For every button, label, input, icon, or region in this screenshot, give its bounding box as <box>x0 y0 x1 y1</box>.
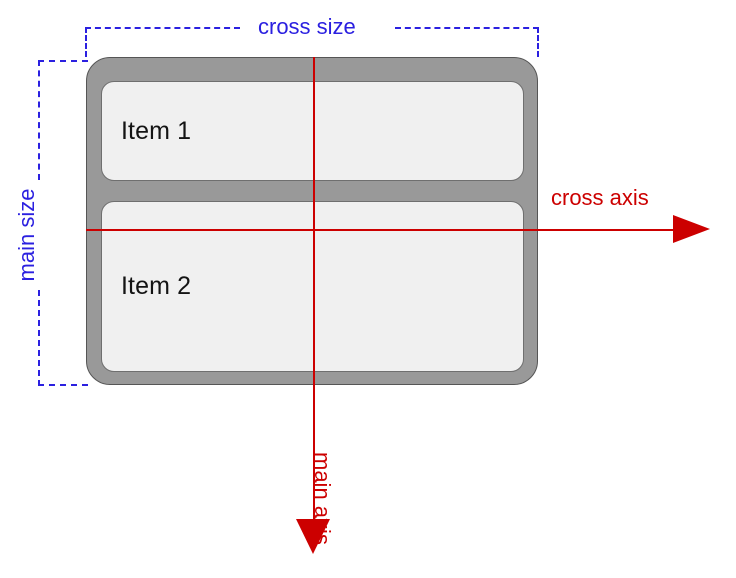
cross-axis-label: cross axis <box>551 185 649 210</box>
cross-axis-line <box>86 229 682 231</box>
cross-size-dashed-line-right <box>395 27 539 29</box>
flex-item-2-label: Item 2 <box>121 272 192 300</box>
cross-size-label: cross size <box>250 16 364 38</box>
cross-axis-arrow-icon <box>673 215 710 243</box>
main-axis-label: main axis <box>310 452 335 545</box>
cross-size-tick-right <box>537 27 539 57</box>
main-size-tick-bottom <box>38 384 88 386</box>
main-axis-arrow-icon <box>296 519 330 554</box>
main-axis-line <box>313 57 315 525</box>
main-size-dashed-line-bottom <box>38 290 40 386</box>
cross-size-tick-left <box>85 27 87 57</box>
flex-item-1-label: Item 1 <box>121 116 192 145</box>
flex-container: Item 1 Item 2 <box>86 57 538 385</box>
main-size-tick-top <box>38 60 88 62</box>
main-size-dashed-line-top <box>38 60 40 180</box>
main-size-label: main size <box>10 180 44 290</box>
cross-size-dashed-line-left <box>85 27 240 29</box>
flex-item-1: Item 1 <box>101 81 524 181</box>
